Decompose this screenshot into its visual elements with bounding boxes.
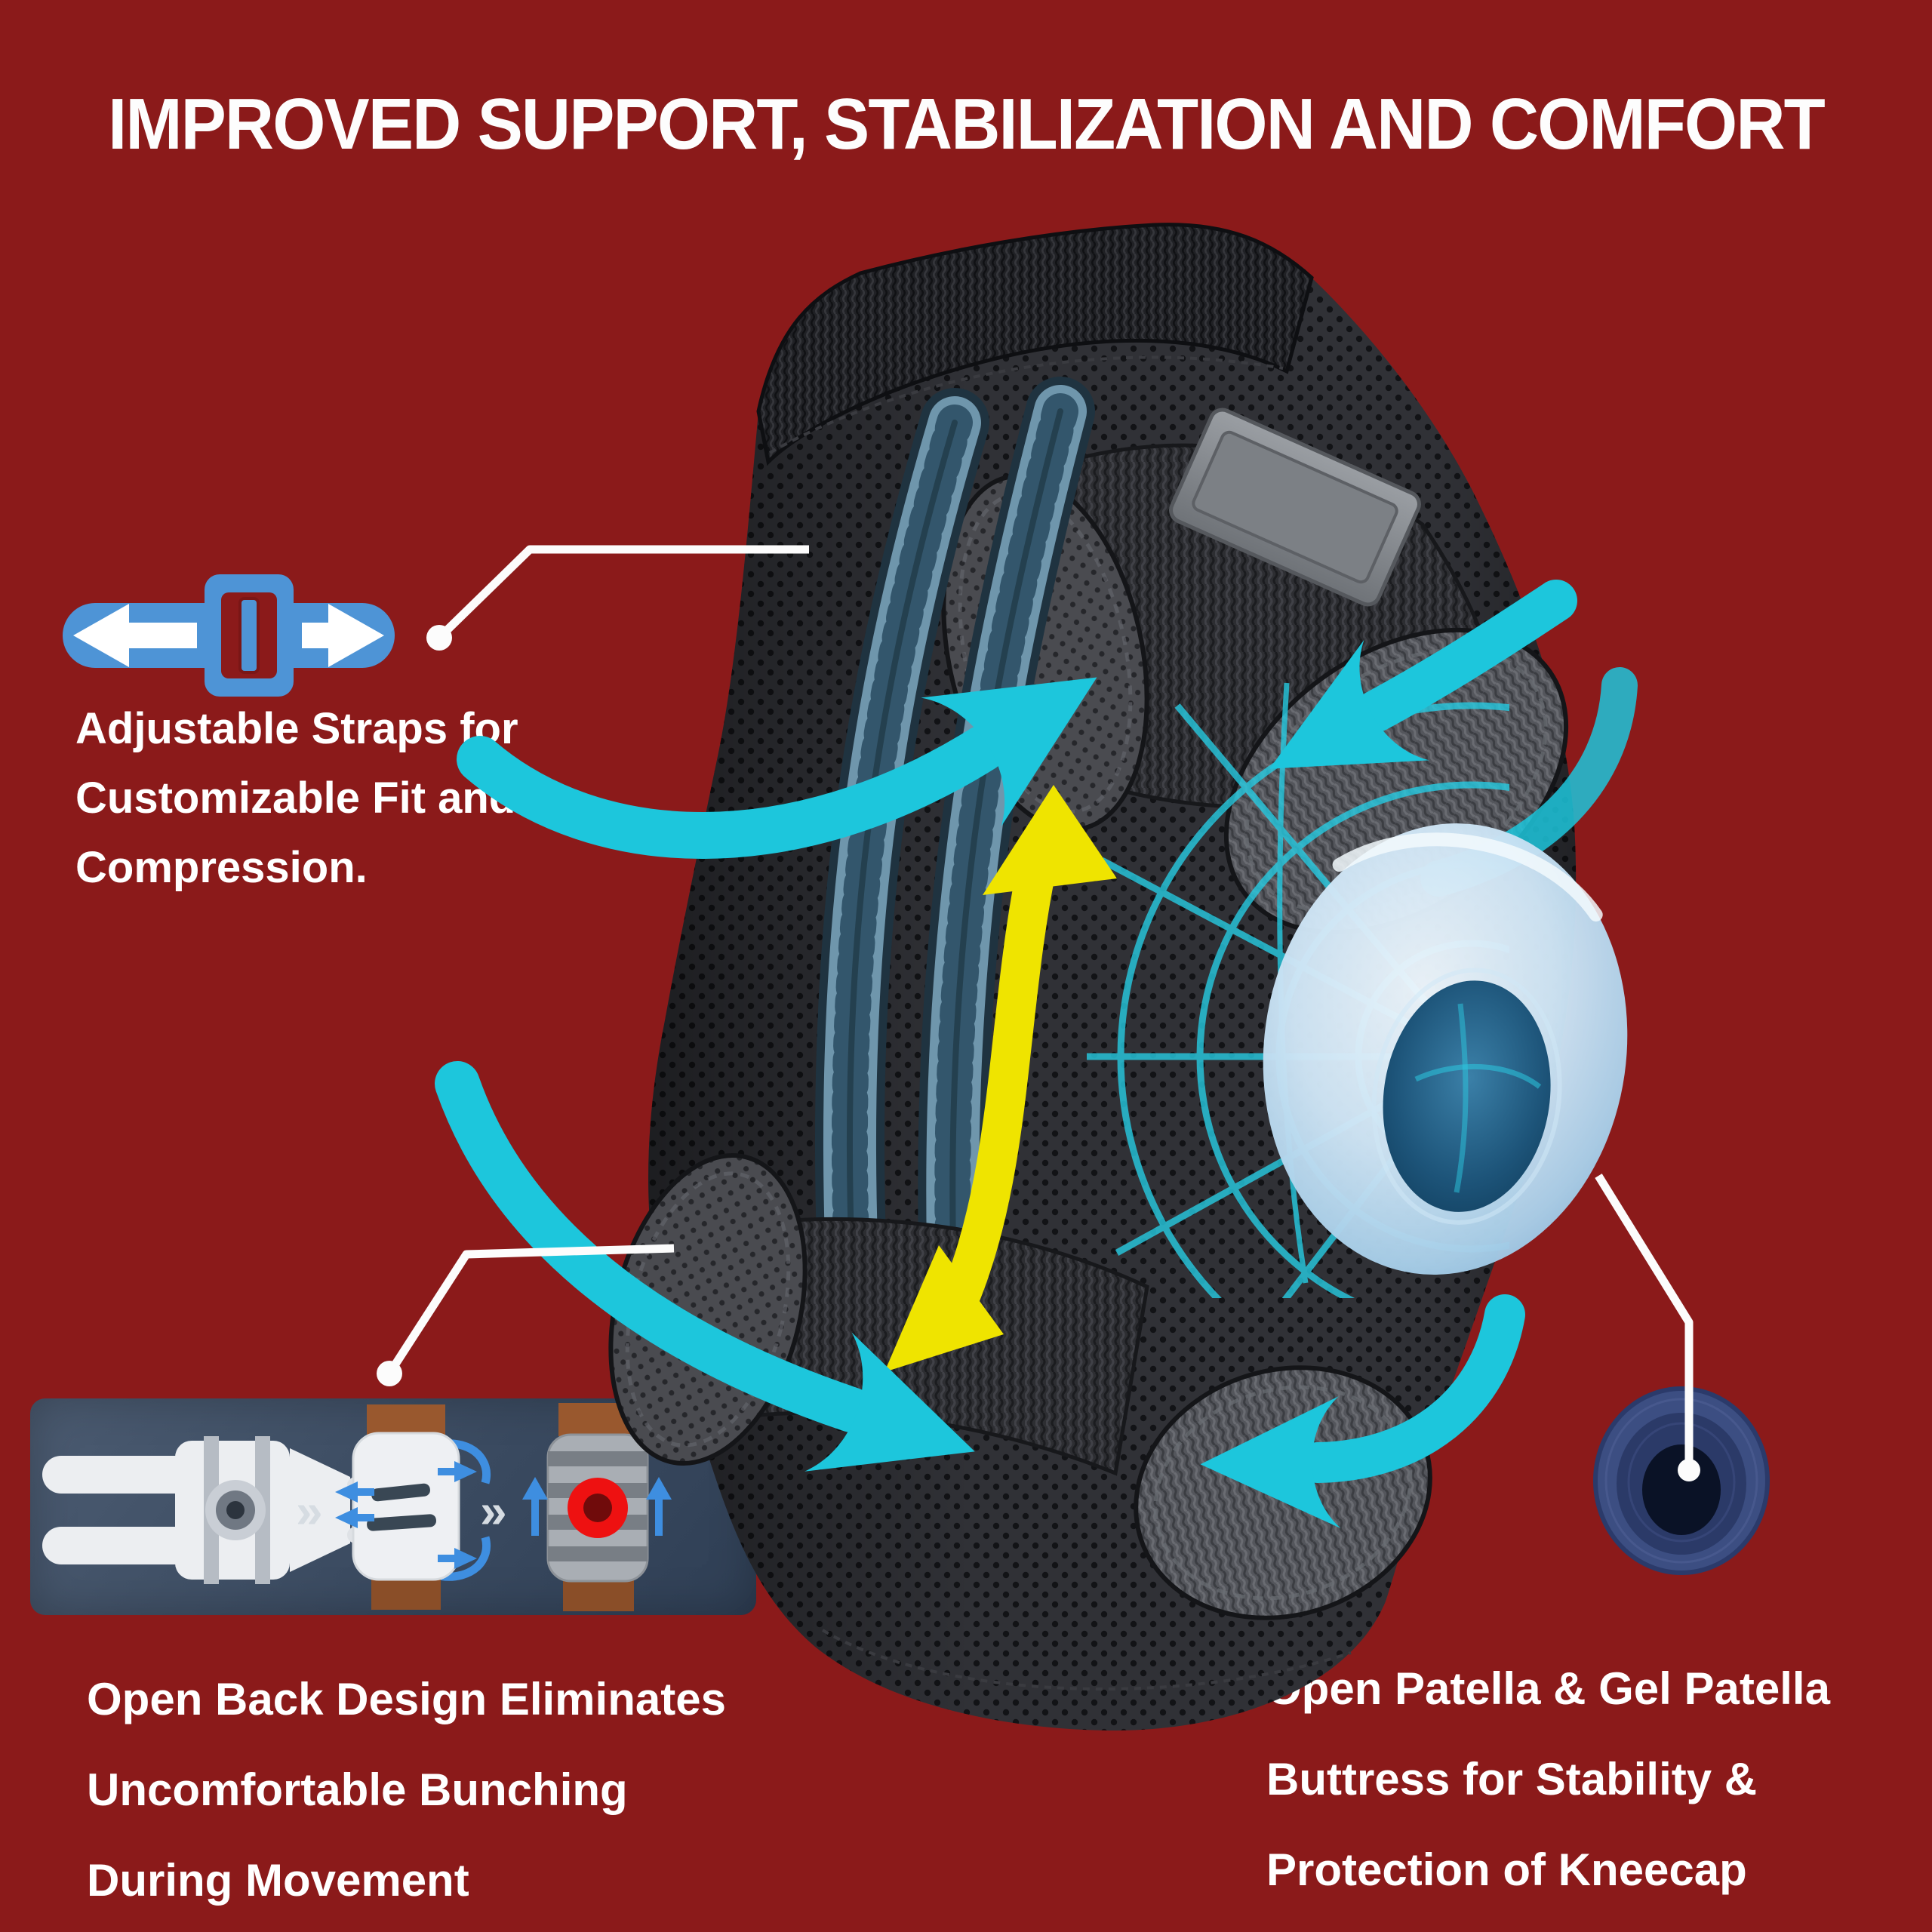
callout-open-patella: Open Patella & Gel Patella Buttress for … xyxy=(1266,1644,1830,1915)
rotation-arrow-lower-right xyxy=(1200,1294,1525,1529)
leader-line-gel-pad xyxy=(1595,1174,1694,1467)
rotation-arrow-lower-left xyxy=(435,1061,975,1472)
leader-lines xyxy=(386,545,1694,1467)
callout-line: Open Patella & Gel Patella xyxy=(1266,1663,1830,1714)
bunching-arrows xyxy=(335,1461,477,1569)
callout-line: Protection of Kneecap xyxy=(1266,1844,1747,1895)
callout-open-back: Open Back Design Eliminates Uncomfortabl… xyxy=(87,1654,726,1926)
leader-dots xyxy=(377,625,1700,1481)
callout-line: During Movement xyxy=(87,1855,469,1906)
leader-line-open-back xyxy=(386,1244,675,1376)
chevron-separator: » xyxy=(480,1484,507,1538)
strap-adjust-icon xyxy=(63,574,395,697)
buckle-icon xyxy=(205,574,294,697)
logo-patch xyxy=(1169,408,1421,607)
rotation-arrow-upper-left xyxy=(457,677,1097,859)
callout-line: Compression. xyxy=(75,843,368,892)
callout-adjustable-straps: Adjustable Straps for Customizable Fit a… xyxy=(75,694,518,903)
stitching xyxy=(769,355,1284,454)
callout-line: Adjustable Straps for xyxy=(75,704,518,753)
chevron-separator: » xyxy=(296,1484,323,1538)
open-back-explainer-panel: » » xyxy=(30,1398,756,1615)
callout-line: Buttress for Stability & xyxy=(1266,1754,1758,1804)
kneecap-target-icon xyxy=(522,1403,672,1611)
hinge-icon xyxy=(42,1436,393,1584)
callout-line: Open Back Design Eliminates xyxy=(87,1674,726,1724)
sleeve-bunching-icon xyxy=(335,1404,477,1610)
page-title: IMPROVED SUPPORT, STABILIZATION AND COMF… xyxy=(108,84,1826,165)
arrow-right-icon xyxy=(302,604,384,667)
radar-lines-over-ring xyxy=(1414,1003,1542,1193)
callout-line: Customizable Fit and xyxy=(75,774,516,823)
arrow-left-icon xyxy=(73,604,197,667)
side-stabilizer-springs xyxy=(814,377,1095,1423)
rotation-arrow-upper-right xyxy=(1269,580,1577,769)
callout-line: Uncomfortable Bunching xyxy=(87,1764,628,1815)
lift-arrows xyxy=(522,1477,672,1536)
gel-pad xyxy=(1593,1386,1770,1575)
top-elastic-band xyxy=(756,223,1314,466)
panel-illustrations xyxy=(42,1403,672,1611)
leader-line-straps xyxy=(436,545,809,641)
